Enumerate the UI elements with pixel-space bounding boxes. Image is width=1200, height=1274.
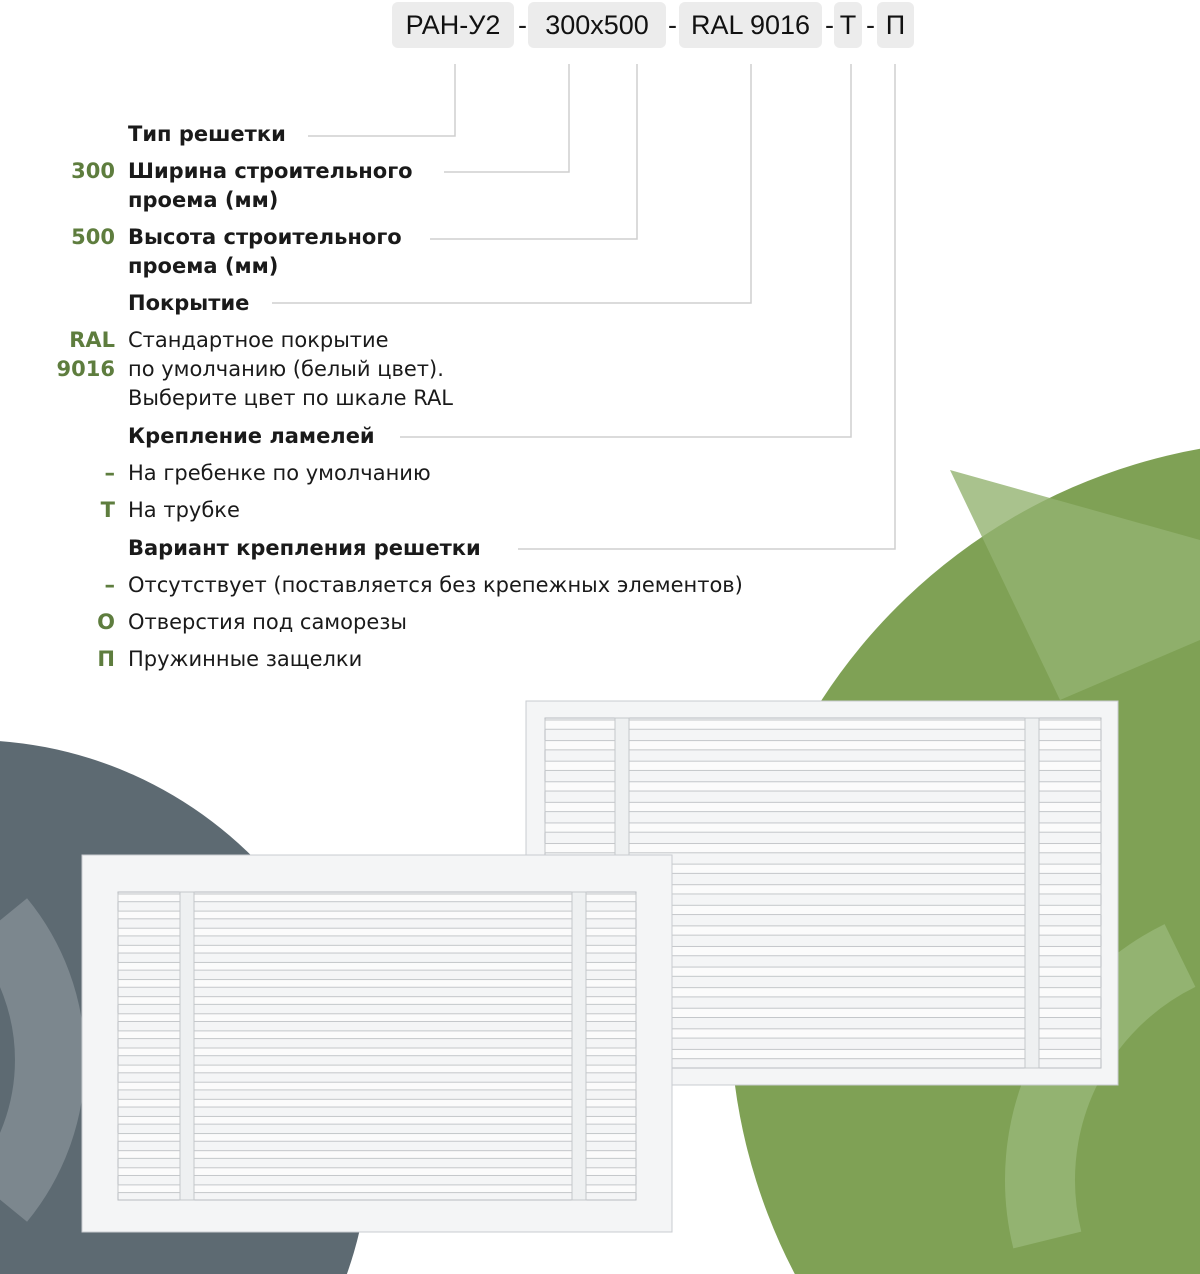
code-separator: - — [518, 10, 527, 40]
lamella-title: Крепление ламелей — [128, 424, 375, 448]
width-title-2: проема (мм) — [128, 188, 279, 212]
lamella-option-code: – — [104, 461, 116, 485]
leader-height — [430, 64, 638, 240]
lamella-option-label: На гребенке по умолчанию — [128, 461, 431, 485]
mount-option-label: Отверстия под саморезы — [128, 610, 407, 634]
green-accent-stripe — [950, 470, 1200, 700]
height-title: Высота строительного — [128, 225, 402, 249]
mount-option-label: Пружинные защелки — [128, 647, 363, 671]
code-chip-type: РАН-У2 — [392, 2, 514, 48]
code-chip-color: RAL 9016 — [679, 2, 822, 48]
grille-front-photo — [81, 854, 673, 1233]
slate-accent-ring — [0, 898, 85, 1222]
grille-support-bar — [571, 891, 587, 1201]
lamella-option-label: На трубке — [128, 498, 240, 522]
leader-width — [444, 64, 570, 173]
width-title: Ширина строительного — [128, 159, 413, 183]
coating-code-2: 9016 — [56, 357, 115, 381]
grille-slat — [117, 1013, 637, 1022]
leader-type — [308, 64, 456, 137]
type-title: Тип решетки — [128, 122, 286, 146]
lamella-option-code: Т — [100, 498, 115, 522]
leader-lamella — [400, 64, 852, 438]
grille-slat — [117, 979, 637, 988]
grille-support-bar — [1024, 717, 1040, 1069]
grille-slat — [117, 944, 637, 954]
height-title-2: проема (мм) — [128, 254, 279, 278]
grille-slat — [117, 1184, 637, 1194]
grille-slat — [117, 893, 637, 903]
leader-lines — [272, 64, 896, 550]
grille-slat — [117, 927, 637, 937]
grille-slat — [117, 1081, 637, 1091]
grille-slat — [117, 1133, 637, 1142]
mount-title: Вариант крепления решетки — [128, 536, 481, 560]
coating-desc: Выберите цвет по шкале RAL — [128, 386, 454, 410]
grille-slat — [117, 961, 637, 971]
coating-desc: по умолчанию (белый цвет). — [128, 357, 444, 381]
grille-slat — [117, 996, 637, 1005]
grille-slat — [544, 740, 1102, 751]
mount-option-code: О — [97, 610, 115, 634]
grille-slat — [117, 1047, 637, 1057]
mount-option-code: П — [97, 647, 115, 671]
grille-slat — [544, 801, 1102, 813]
grille-slat — [117, 1167, 637, 1176]
width-code: 300 — [71, 159, 115, 183]
coating-desc: Стандартное покрытие — [128, 328, 389, 352]
code-separator: - — [825, 10, 834, 40]
grille-slat — [117, 910, 637, 920]
grille-slat — [117, 1030, 637, 1040]
grille-slat — [544, 822, 1102, 833]
grille-slat — [544, 760, 1102, 771]
grille-slat — [544, 719, 1102, 730]
leader-coating — [272, 64, 752, 304]
code-chip-mount: П — [877, 2, 914, 48]
grille-slat — [544, 781, 1102, 792]
code-separator: - — [866, 10, 875, 40]
coating-code-1: RAL — [69, 328, 115, 352]
coating-title: Покрытие — [128, 291, 250, 315]
leader-mount — [518, 64, 896, 550]
code-chip-lamella: Т — [834, 2, 862, 48]
grille-slat — [544, 843, 1102, 854]
grille-slat — [117, 1115, 637, 1125]
grille-support-bar — [179, 891, 195, 1201]
grille-slat — [117, 1098, 637, 1108]
height-code: 500 — [71, 225, 115, 249]
grille-slat — [117, 1150, 637, 1159]
mount-option-label: Отсутствует (поставляется без крепежных … — [128, 573, 743, 597]
grille-opening — [117, 891, 637, 1201]
code-separator: - — [668, 10, 677, 40]
mount-option-code: – — [104, 573, 116, 597]
grille-slat — [117, 1064, 637, 1074]
code-chip-size: 300х500 — [528, 2, 666, 48]
